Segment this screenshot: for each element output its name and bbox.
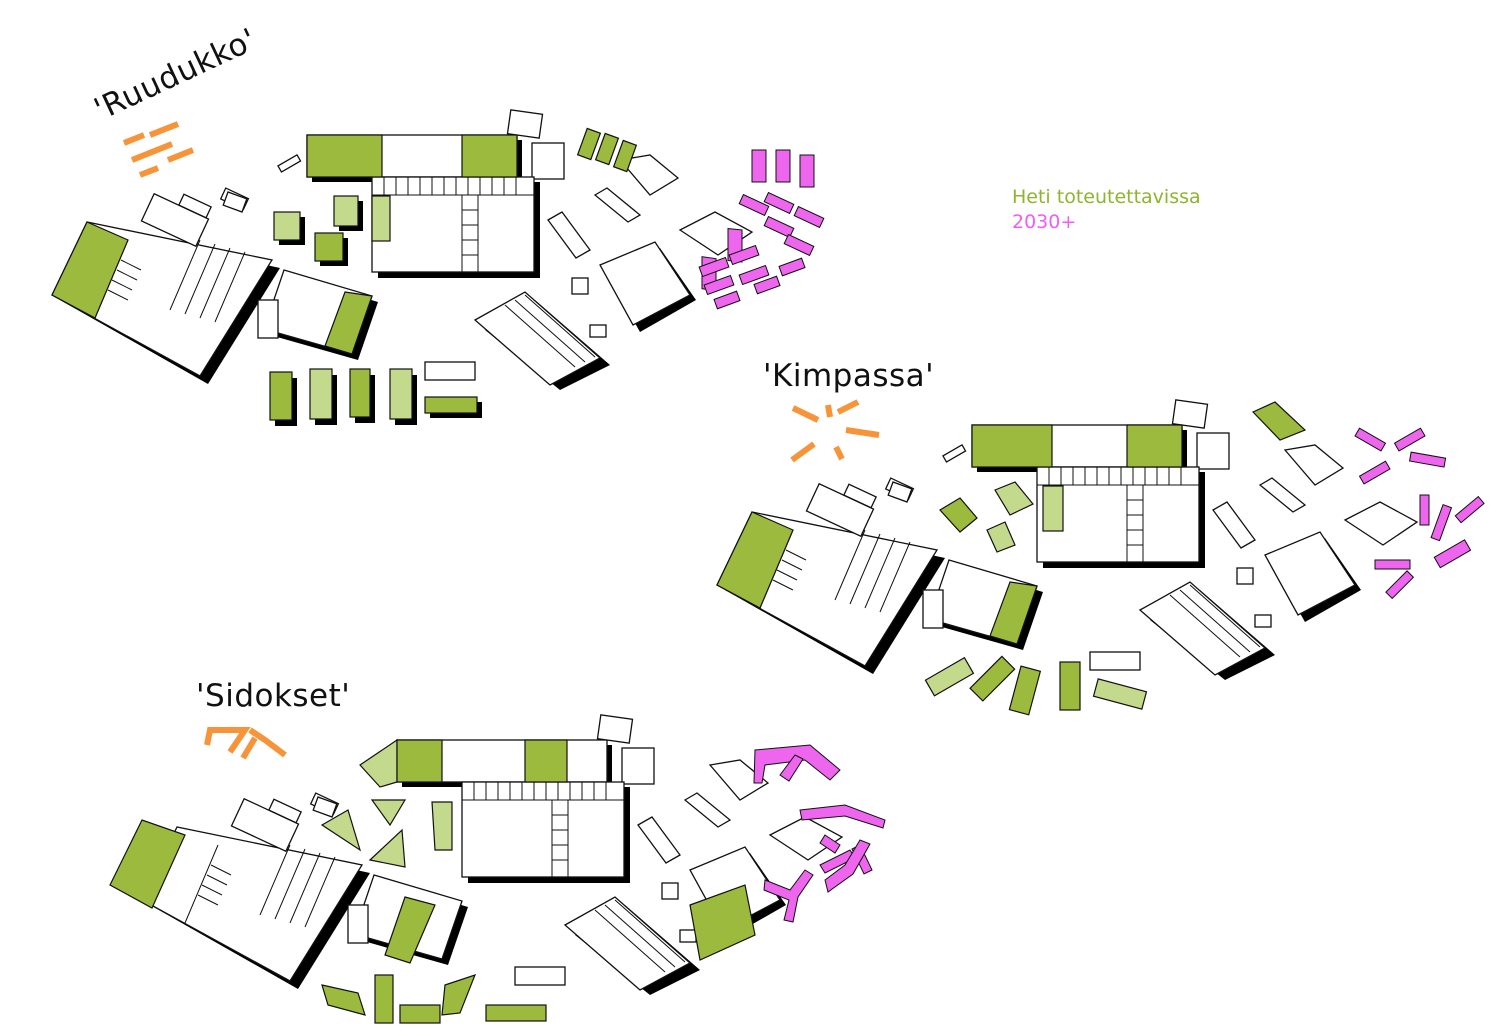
future-blocks-burst — [1354, 427, 1485, 600]
burst-icon — [790, 399, 880, 463]
scheme-title-kimpassa: 'Kimpassa' — [763, 358, 935, 394]
future-blocks-grid — [698, 149, 825, 310]
legend-future: 2030+ — [1012, 211, 1077, 233]
scheme-kimpassa — [716, 399, 1485, 716]
scheme-title-sidokset: 'Sidokset' — [196, 678, 351, 714]
legend-immediate: Heti toteutettavissa — [1012, 186, 1201, 208]
scheme-ruudukko — [51, 109, 825, 426]
grid-icon — [122, 121, 195, 178]
links-icon — [204, 727, 287, 760]
scheme-sidokset — [109, 714, 886, 1024]
future-blocks-links — [753, 744, 886, 923]
